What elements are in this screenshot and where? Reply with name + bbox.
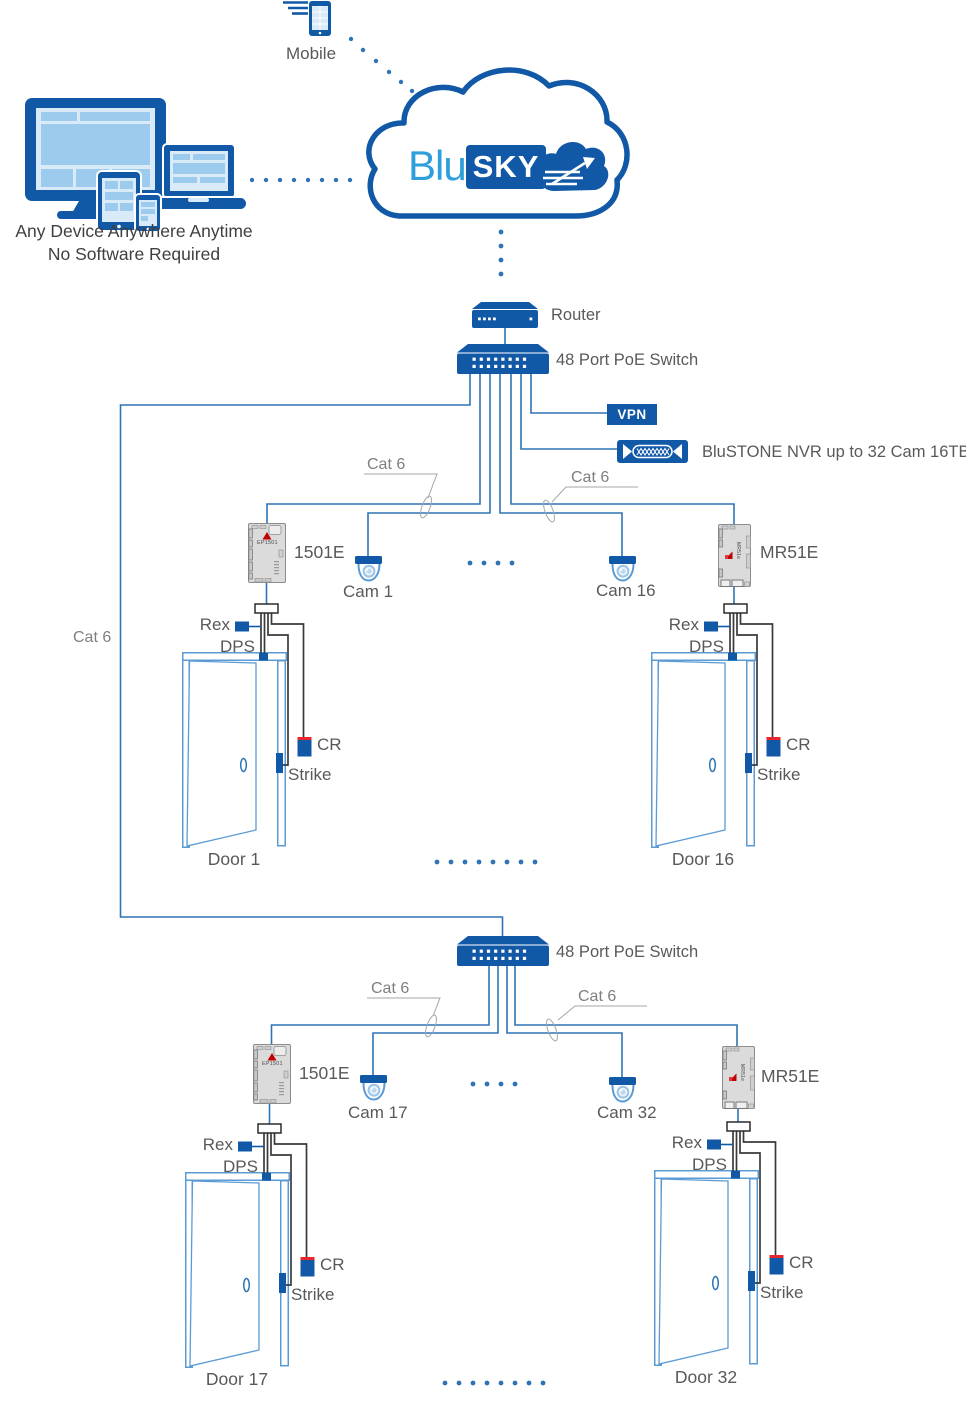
tablet-icon bbox=[96, 170, 142, 232]
door-1-cr-label: CR bbox=[317, 735, 342, 754]
door-1-strike-label: Strike bbox=[288, 765, 332, 784]
door-1-label: Door 1 bbox=[207, 849, 261, 869]
dotted-links bbox=[249, 36, 546, 1386]
door-16-dps-label: DPS bbox=[689, 637, 724, 656]
door-17-cr-label: CR bbox=[320, 1255, 345, 1274]
door-32-rex-label: Rex bbox=[671, 1133, 702, 1152]
phone-icon bbox=[134, 193, 162, 233]
any-device-illustration bbox=[25, 98, 248, 233]
door-16-cr-label: CR bbox=[786, 735, 811, 754]
door-16-strike-label: Strike bbox=[757, 765, 801, 784]
camera-32-label: Cam 32 bbox=[597, 1103, 657, 1122]
cat6-label-3: Cat 6 bbox=[371, 980, 410, 997]
controller-mr51e-1-label: MR51E bbox=[760, 542, 819, 562]
vpn-box bbox=[607, 404, 657, 425]
logo-sky-box bbox=[466, 145, 546, 189]
door-1-dps-label: DPS bbox=[220, 637, 255, 656]
chip-text-mr51e-2: MR51e bbox=[739, 1064, 745, 1082]
door-32-strike-label: Strike bbox=[760, 1283, 804, 1302]
router-label: Router bbox=[551, 306, 601, 324]
camera-16-label: Cam 16 bbox=[596, 581, 656, 600]
camera-1-label: Cam 1 bbox=[343, 582, 394, 601]
any-device-caption-line2: No Software Required bbox=[47, 244, 221, 264]
camera-32-icon bbox=[608, 1076, 637, 1103]
door-17-rex-label: Rex bbox=[202, 1135, 233, 1154]
controller-1501e-1-icon bbox=[248, 523, 286, 583]
cat6-left-label: Cat 6 bbox=[73, 629, 112, 646]
door-1-rex-label: Rex bbox=[199, 615, 230, 634]
poe-switch1-icon bbox=[457, 344, 549, 374]
door-17-label: Door 17 bbox=[205, 1369, 269, 1389]
chip-text-ep1501-2: EP1501 bbox=[262, 1061, 283, 1067]
cat6-label-4: Cat 6 bbox=[578, 988, 617, 1005]
vpn-label: VPN bbox=[617, 406, 647, 422]
mobile-icon bbox=[283, 1, 331, 36]
door-32-cr-label: CR bbox=[789, 1253, 814, 1272]
controller-1501e-1-label: 1501E bbox=[294, 542, 345, 562]
cat6-label-2: Cat 6 bbox=[571, 469, 610, 486]
laptop-icon bbox=[150, 143, 248, 211]
controller-1501e-2-icon bbox=[253, 1044, 291, 1104]
switch1-label: 48 Port PoE Switch bbox=[556, 351, 699, 369]
door-32-label: Door 32 bbox=[674, 1367, 738, 1387]
network-lines bbox=[119, 328, 739, 1124]
door-17-dps-label: DPS bbox=[223, 1157, 258, 1176]
controller-1501e-2-label: 1501E bbox=[299, 1063, 350, 1083]
poe-switch2-icon bbox=[457, 936, 549, 966]
cat6-label-1: Cat 6 bbox=[367, 456, 406, 473]
camera-17-icon bbox=[359, 1074, 388, 1101]
chip-text-mr51e-1: MR51e bbox=[735, 542, 741, 560]
cat6-callouts bbox=[364, 473, 647, 1042]
nvr-icon bbox=[617, 440, 688, 463]
door-16-label: Door 16 bbox=[671, 849, 735, 869]
logo-blu-text: Blu bbox=[408, 142, 467, 189]
logo-sky-text: SKY bbox=[472, 149, 540, 185]
door-16-rex-label: Rex bbox=[668, 615, 699, 634]
any-device-caption-line1: Any Device Anywhere Anytime bbox=[15, 221, 253, 241]
camera-16-icon bbox=[608, 555, 637, 582]
camera-1-icon bbox=[354, 555, 383, 582]
switch2-label: 48 Port PoE Switch bbox=[556, 943, 699, 961]
cloud-arrow-icon bbox=[539, 141, 609, 191]
camera-17-label: Cam 17 bbox=[348, 1103, 408, 1122]
door-17-strike-label: Strike bbox=[291, 1285, 335, 1304]
chip-text-ep1501-1: EP1501 bbox=[257, 540, 278, 546]
blusky-cloud bbox=[366, 67, 630, 219]
door-32-dps-label: DPS bbox=[692, 1155, 727, 1174]
controller-mr51e-2-label: MR51E bbox=[761, 1066, 820, 1086]
nvr-label: BluSTONE NVR up to 32 Cam 16TB bbox=[702, 443, 966, 461]
router-icon bbox=[472, 302, 538, 328]
mobile-label: Mobile bbox=[285, 44, 337, 63]
